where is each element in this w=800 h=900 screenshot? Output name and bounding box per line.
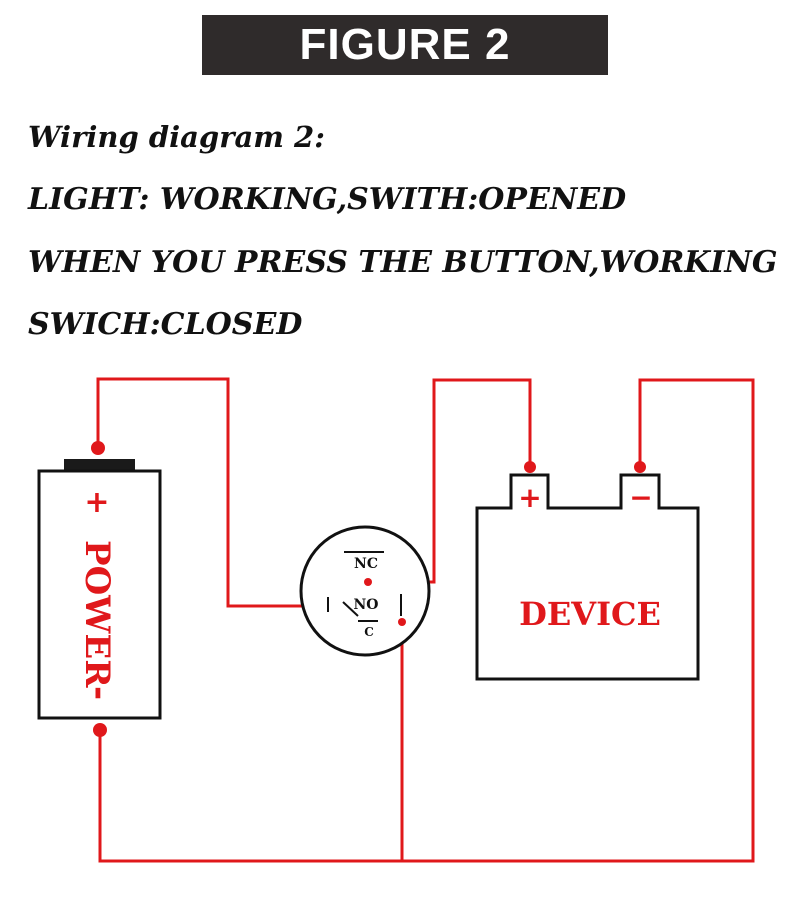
power-minus-sign: -	[79, 686, 119, 700]
device-plus-sign: +	[518, 481, 541, 514]
switch-no-label: NO	[354, 597, 379, 613]
description-line-2: LIGHT: WORKING,SWITH:OPENED	[28, 182, 627, 217]
device-minus-terminal	[634, 461, 646, 473]
description-line-4: SWICH:CLOSED	[28, 307, 303, 342]
switch-nc-label: NC	[354, 556, 378, 572]
device: + − DEVICE	[475, 461, 700, 681]
figure-title: FIGURE 2	[299, 20, 511, 69]
switch-nc-terminal	[364, 578, 372, 586]
power-label: POWER	[77, 540, 117, 688]
switch-blade	[342, 601, 359, 617]
device-minus-sign: −	[629, 481, 652, 514]
wires	[96, 377, 755, 863]
device-outline	[475, 473, 700, 681]
power-battery: + POWER -	[37, 441, 162, 737]
device-label: DEVICE	[519, 595, 661, 633]
wire-device-minus-return	[98, 378, 755, 863]
description-line-1: Wiring diagram 2:	[28, 120, 325, 154]
switch-body	[299, 525, 431, 657]
device-plus-terminal	[524, 461, 536, 473]
switch-c-label: C	[364, 625, 374, 639]
power-plus-terminal	[91, 441, 105, 455]
power-plus-sign: +	[84, 485, 109, 520]
description-line-3: WHEN YOU PRESS THE BUTTON,WORKING	[28, 245, 778, 280]
figure-title-banner: FIGURE 2	[202, 15, 608, 75]
battery-cap	[64, 459, 135, 471]
power-minus-terminal	[93, 723, 107, 737]
battery-body	[37, 469, 162, 720]
switch-no-terminal	[398, 618, 406, 626]
push-button-switch: NC NO C	[299, 525, 431, 657]
wire-power-plus-to-switch	[96, 377, 355, 608]
